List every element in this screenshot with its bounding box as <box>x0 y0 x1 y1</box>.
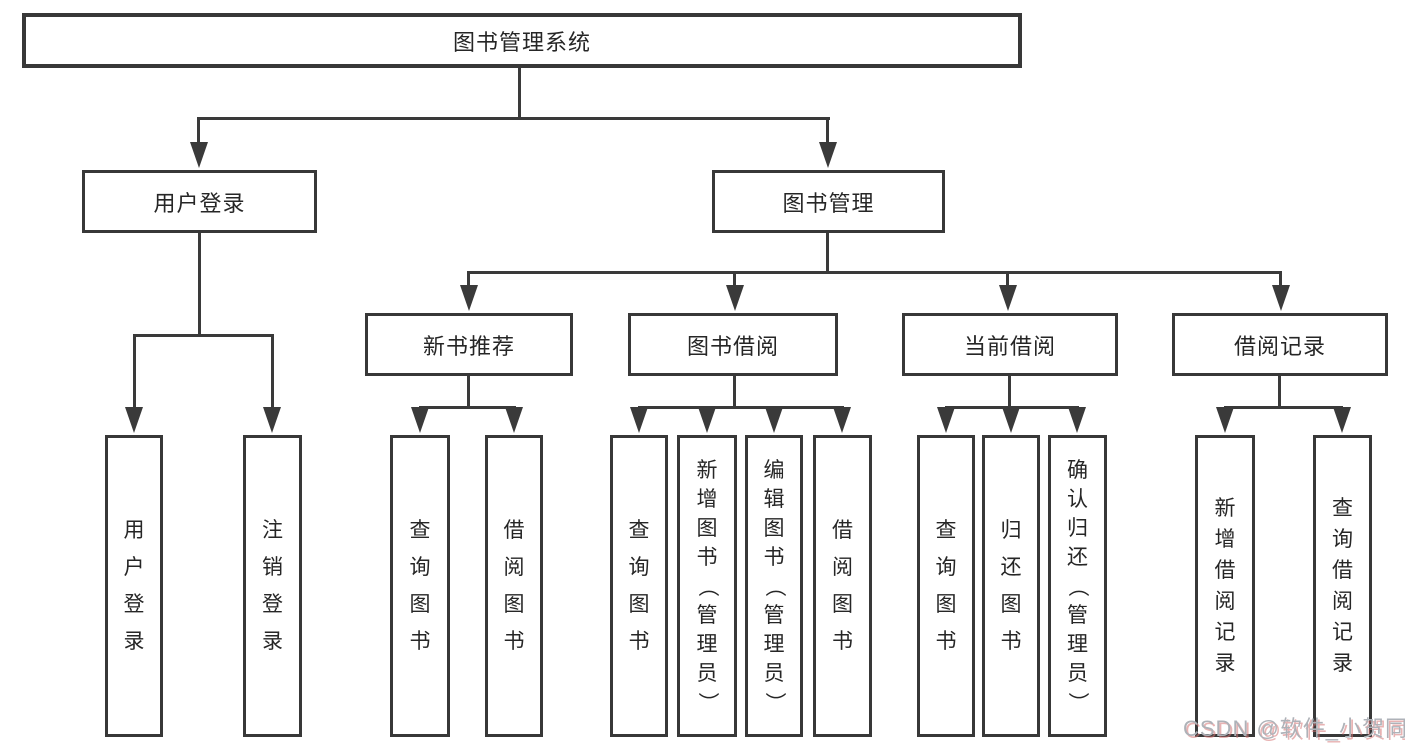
arrow-down-icon <box>819 142 837 168</box>
leaf-label: 归还图书 <box>1000 519 1022 653</box>
connector-bar <box>1224 406 1343 409</box>
leaf-return-books: 归还图书 <box>982 435 1040 737</box>
leaf-label: 查询借阅记录 <box>1332 497 1353 675</box>
node-label: 图书管理系统 <box>452 29 591 55</box>
node-new-book-recommend: 新书推荐 <box>365 313 573 376</box>
leaf-edit-books-admin: 编辑图书（管理员） <box>745 435 803 737</box>
connector-bar <box>638 406 844 409</box>
leaf-label: 查询图书 <box>628 519 650 653</box>
node-label: 图书借阅 <box>686 333 779 359</box>
arrow-down-icon <box>1333 407 1351 433</box>
node-label: 当前借阅 <box>963 333 1056 359</box>
leaf-label: 查询图书 <box>935 519 957 653</box>
connector-shaft-user-login <box>197 117 200 146</box>
node-label: 借阅记录 <box>1233 333 1326 359</box>
leaf-label: 新增图书（管理员） <box>695 458 719 713</box>
arrow-down-icon <box>999 285 1017 311</box>
leaf-label: 确认归还（管理员） <box>1066 458 1089 713</box>
connector-bar <box>419 406 516 409</box>
leaf-label: 借阅图书 <box>832 519 853 653</box>
connector-stem <box>1008 376 1011 409</box>
leaf-label: 查询图书 <box>409 519 431 653</box>
node-library-management-system: 图书管理系统 <box>22 13 1022 68</box>
connector-shaft <box>733 271 736 289</box>
leaf-query-books-2: 查询图书 <box>610 435 668 737</box>
arrow-down-icon <box>630 407 648 433</box>
node-current-borrow: 当前借阅 <box>902 313 1118 376</box>
connector-shaft <box>271 334 274 408</box>
arrow-down-icon <box>125 407 143 433</box>
arrow-down-icon <box>411 407 429 433</box>
node-label: 新书推荐 <box>422 333 515 359</box>
arrow-down-icon <box>263 407 281 433</box>
connector-user-login-stem <box>198 233 201 336</box>
arrow-down-icon <box>1272 285 1290 311</box>
leaf-confirm-return-admin: 确认归还（管理员） <box>1048 435 1107 737</box>
arrow-down-icon <box>460 285 478 311</box>
arrow-down-icon <box>190 142 208 168</box>
connector-level1-bar <box>197 117 830 120</box>
node-book-management: 图书管理 <box>712 170 945 233</box>
arrow-down-icon <box>765 407 783 433</box>
leaf-query-books-1: 查询图书 <box>390 435 450 737</box>
arrow-down-icon <box>1216 407 1234 433</box>
connector-user-login-bar <box>133 334 274 337</box>
connector-book-mgmt-stem <box>826 233 829 274</box>
leaf-label: 注销登录 <box>262 519 283 653</box>
leaf-query-books-3: 查询图书 <box>917 435 975 737</box>
leaf-label: 编辑图书（管理员） <box>762 458 786 713</box>
node-user-login: 用户登录 <box>82 170 317 233</box>
connector-shaft <box>467 271 470 289</box>
arrow-down-icon <box>833 407 851 433</box>
leaf-add-books-admin: 新增图书（管理员） <box>677 435 737 737</box>
arrow-down-icon <box>1002 407 1020 433</box>
connector-stem <box>1278 376 1281 409</box>
leaf-borrow-books-2: 借阅图书 <box>813 435 872 737</box>
connector-shaft-book-mgmt <box>826 117 829 146</box>
connector-shaft <box>1006 271 1009 289</box>
leaf-user-login: 用户登录 <box>105 435 163 737</box>
arrow-down-icon <box>937 407 955 433</box>
leaf-label: 新增借阅记录 <box>1214 497 1236 675</box>
connector-level2-bar <box>468 271 1282 274</box>
leaf-add-borrow-record: 新增借阅记录 <box>1195 435 1255 737</box>
leaf-query-borrow-record: 查询借阅记录 <box>1313 435 1372 737</box>
node-label: 用户登录 <box>153 190 246 216</box>
leaf-label: 用户登录 <box>123 519 145 653</box>
connector-root-stem <box>518 68 521 119</box>
arrow-down-icon <box>1068 407 1086 433</box>
arrow-down-icon <box>505 407 523 433</box>
node-label: 图书管理 <box>782 190 875 216</box>
connector-stem <box>467 376 470 409</box>
node-borrow-records: 借阅记录 <box>1172 313 1388 376</box>
node-book-borrow: 图书借阅 <box>628 313 838 376</box>
csdn-watermark: CSDN @软件_小贺同学 <box>1183 716 1405 741</box>
connector-shaft <box>133 334 136 408</box>
leaf-borrow-books-1: 借阅图书 <box>485 435 543 737</box>
connector-shaft <box>1279 271 1282 289</box>
leaf-logout: 注销登录 <box>243 435 302 737</box>
leaf-label: 借阅图书 <box>503 519 525 653</box>
connector-stem <box>733 376 736 409</box>
arrow-down-icon <box>726 285 744 311</box>
arrow-down-icon <box>698 407 716 433</box>
